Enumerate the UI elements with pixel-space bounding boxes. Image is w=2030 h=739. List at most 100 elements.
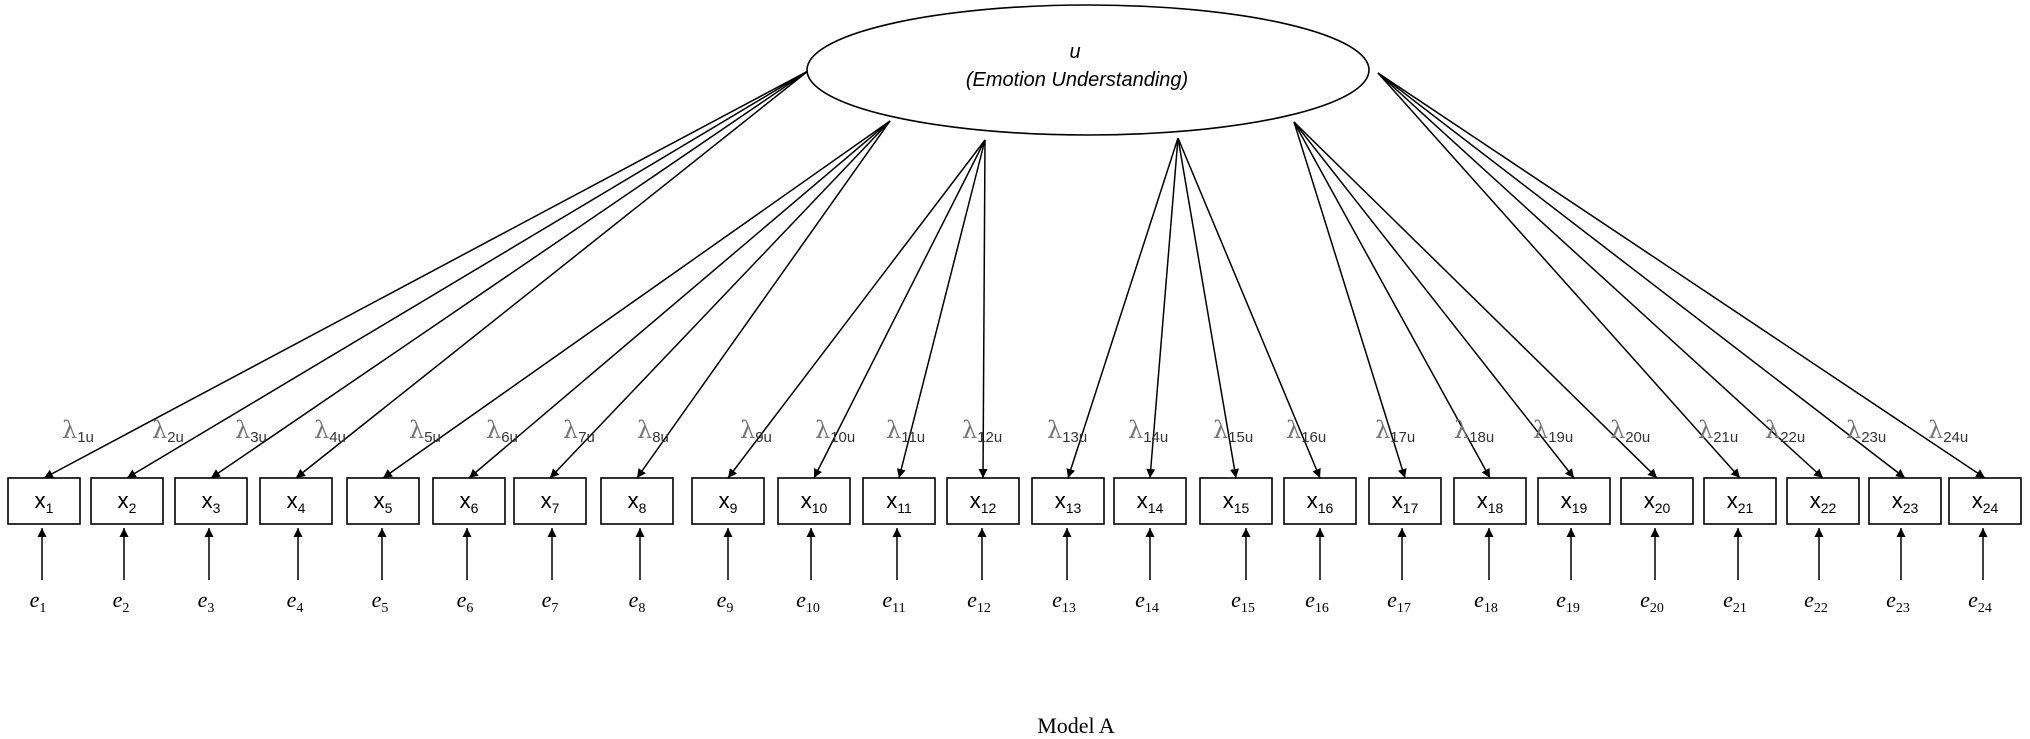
indicator-box-19 xyxy=(1537,477,1611,525)
indicator-box-6 xyxy=(432,477,506,525)
indicator-box-1 xyxy=(7,477,81,525)
lambda-label-16u: λ16u xyxy=(1286,416,1326,446)
loading-arrow-21 xyxy=(1377,72,1741,479)
loading-arrow-1 xyxy=(43,70,809,479)
error-label-18: e18 xyxy=(1474,587,1498,616)
error-label-24: e24 xyxy=(1968,587,1992,616)
lambda-label-11u: λ11u xyxy=(886,416,925,446)
lambda-label-3u: λ3u xyxy=(235,416,267,446)
lambda-label-23u: λ23u xyxy=(1846,416,1886,446)
figure-caption: Model A xyxy=(1037,713,1115,738)
latent-ellipse xyxy=(806,4,1370,136)
loading-arrow-8 xyxy=(636,120,891,479)
indicator-box-2 xyxy=(90,477,164,525)
lambda-label-19u: λ19u xyxy=(1533,416,1573,446)
loading-arrow-20 xyxy=(1293,121,1658,479)
lambda-label-17u: λ17u xyxy=(1375,416,1415,446)
indicator-box-12 xyxy=(946,477,1020,525)
indicator-box-18 xyxy=(1453,477,1527,525)
loading-arrow-7 xyxy=(549,120,891,479)
indicator-box-22 xyxy=(1786,477,1860,525)
factor-loading-arrows xyxy=(43,70,1986,479)
lambda-label-20u: λ20u xyxy=(1610,416,1650,446)
loading-labels: λ1u λ2u λ3u λ4u λ5u λ6u λ7u λ8u λ9u λ10u λ11u λ12u λ… xyxy=(62,416,1968,446)
loading-arrow-2 xyxy=(126,70,809,479)
lambda-label-13u: λ13u xyxy=(1047,416,1087,446)
error-label-16: e16 xyxy=(1305,587,1329,616)
loading-arrow-18 xyxy=(1293,121,1491,479)
indicator-box-17 xyxy=(1368,477,1442,525)
indicator-box-14 xyxy=(1113,477,1187,525)
error-label-23: e23 xyxy=(1886,587,1910,616)
error-label-20: e20 xyxy=(1640,587,1664,616)
loading-arrow-4 xyxy=(295,70,809,479)
lambda-label-18u: λ18u xyxy=(1454,416,1494,446)
indicator-box-16 xyxy=(1283,477,1357,525)
indicator-box-4 xyxy=(259,477,333,525)
error-label-9: e9 xyxy=(717,587,734,616)
error-label-15: e15 xyxy=(1231,587,1255,616)
loading-arrow-19 xyxy=(1293,121,1575,479)
loading-arrow-13 xyxy=(1066,137,1179,479)
lambda-label-4u: λ4u xyxy=(314,416,346,446)
latent-symbol: u xyxy=(1069,41,1080,63)
latent-name: (Emotion Understanding) xyxy=(966,69,1188,91)
lambda-label-1u: λ1u xyxy=(62,416,94,446)
lambda-label-9u: λ9u xyxy=(740,416,772,446)
error-label-21: e21 xyxy=(1723,587,1747,616)
loading-arrow-6 xyxy=(468,120,891,479)
loading-arrow-17 xyxy=(1293,121,1407,479)
indicator-box-24 xyxy=(1948,477,2022,525)
loading-arrow-14 xyxy=(1146,137,1179,479)
error-label-17: e17 xyxy=(1387,587,1411,616)
lambda-label-15u: λ15u xyxy=(1213,416,1253,446)
indicator-box-10 xyxy=(777,477,851,525)
indicator-box-20 xyxy=(1620,477,1694,525)
error-label-6: e6 xyxy=(457,587,474,616)
loading-arrow-22 xyxy=(1377,72,1824,479)
lambda-label-14u: λ14u xyxy=(1128,416,1168,446)
error-label-11: e11 xyxy=(882,587,905,616)
loading-arrow-9 xyxy=(727,139,986,479)
lambda-label-8u: λ8u xyxy=(637,416,669,446)
error-label-13: e13 xyxy=(1052,587,1076,616)
lambda-label-7u: λ7u xyxy=(563,416,595,446)
loading-arrow-12 xyxy=(978,139,988,479)
error-label-3: e3 xyxy=(198,587,215,616)
loading-arrow-23 xyxy=(1377,72,1906,479)
lambda-label-21u: λ21u xyxy=(1698,416,1738,446)
error-label-22: e22 xyxy=(1804,587,1828,616)
error-label-19: e19 xyxy=(1556,587,1580,616)
indicator-box-5 xyxy=(346,477,420,525)
indicator-box-8 xyxy=(600,477,674,525)
loading-arrow-11 xyxy=(896,139,986,479)
lambda-label-24u: λ24u xyxy=(1928,416,1968,446)
indicator-box-23 xyxy=(1868,477,1942,525)
error-label-8: e8 xyxy=(629,587,646,616)
error-label-1: e1 xyxy=(30,587,47,616)
latent-factor: u (Emotion Understanding) xyxy=(806,4,1370,136)
loading-arrow-3 xyxy=(210,70,809,479)
indicator-box-13 xyxy=(1031,477,1105,525)
error-label-5: e5 xyxy=(372,587,389,616)
error-label-12: e12 xyxy=(967,587,991,616)
loading-arrow-16 xyxy=(1177,137,1321,479)
lambda-label-2u: λ2u xyxy=(152,416,184,446)
lambda-label-10u: λ10u xyxy=(815,416,855,446)
loading-arrow-24 xyxy=(1377,72,1986,479)
error-label-7: e7 xyxy=(542,587,559,616)
lambda-label-5u: λ5u xyxy=(409,416,441,446)
lambda-label-6u: λ6u xyxy=(486,416,518,446)
error-label-10: e10 xyxy=(796,587,820,616)
error-label-2: e2 xyxy=(113,587,130,616)
indicator-box-21 xyxy=(1703,477,1777,525)
lambda-label-22u: λ22u xyxy=(1765,416,1805,446)
lambda-label-12u: λ12u xyxy=(962,416,1002,446)
indicator-box-7 xyxy=(513,477,587,525)
loading-arrow-5 xyxy=(382,120,891,479)
loading-arrow-15 xyxy=(1177,137,1239,479)
error-label-14: e14 xyxy=(1135,587,1159,616)
